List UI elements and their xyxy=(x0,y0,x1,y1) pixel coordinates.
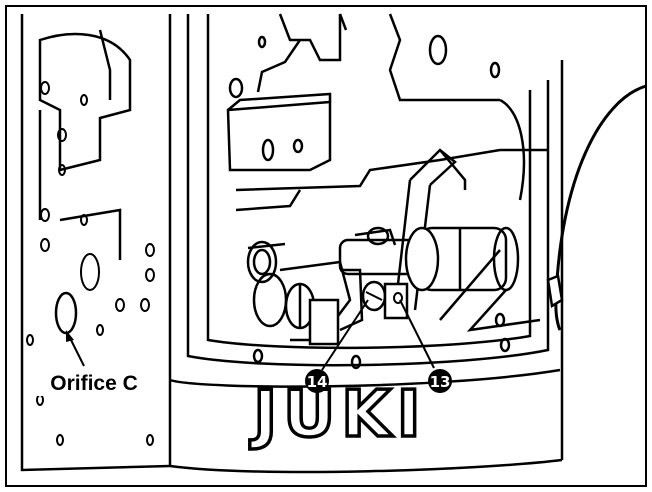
orifice-label-bg xyxy=(34,370,154,396)
callout-14-circle xyxy=(305,369,329,393)
leader-line-14 xyxy=(321,299,369,371)
lower-block xyxy=(246,240,364,346)
cable xyxy=(554,84,647,331)
internal-mechanism xyxy=(226,13,526,212)
brand-logo: JUKI xyxy=(249,378,426,452)
side-panel xyxy=(20,14,172,472)
orifice-arrow-line xyxy=(69,337,85,367)
screw-14-slot xyxy=(365,291,383,301)
side-panel-holes xyxy=(26,81,155,446)
rod-assembly xyxy=(338,148,520,311)
callout-13: 13 xyxy=(430,373,451,391)
right-cover xyxy=(252,148,548,370)
orifice-label: Orifice C xyxy=(50,372,138,395)
callout-13-circle xyxy=(428,369,452,393)
orifice-c-hole xyxy=(54,291,78,335)
leader-line-13 xyxy=(399,299,435,369)
orifice-arrow-head xyxy=(66,330,74,342)
figure-frame xyxy=(5,5,647,487)
cable-clip xyxy=(546,274,564,309)
callout-14: 14 xyxy=(307,373,328,391)
